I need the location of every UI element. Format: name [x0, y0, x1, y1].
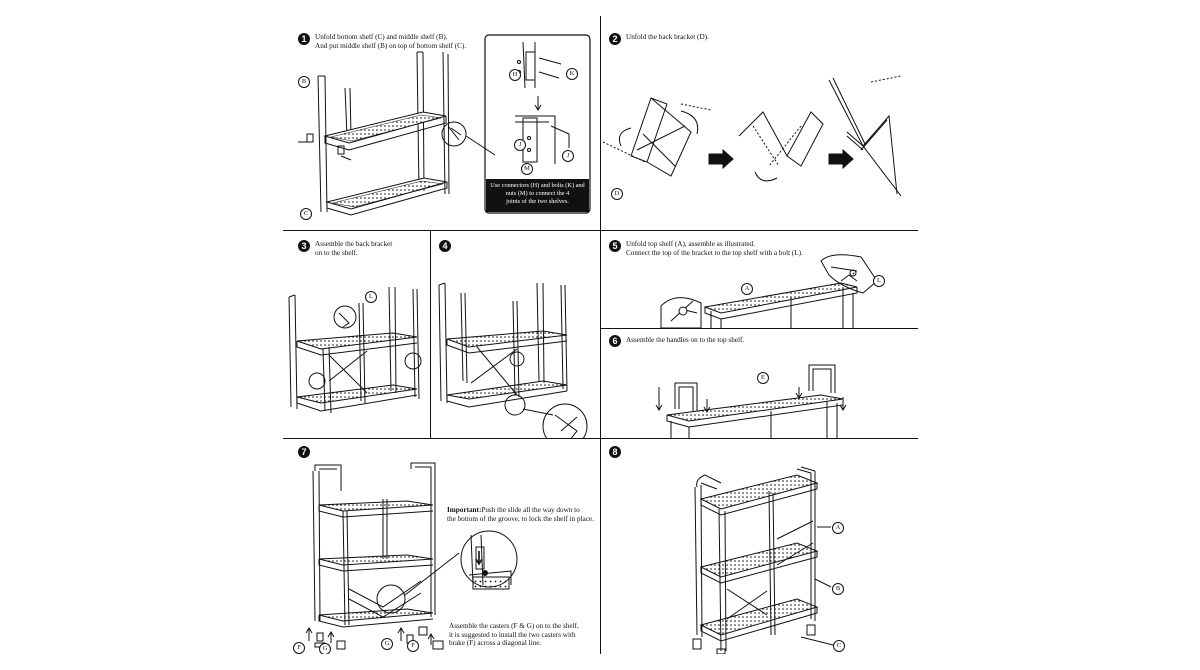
callout-f-right: F — [407, 640, 419, 652]
inset-caption-line-3: joints of the two shelves. — [506, 198, 569, 205]
step-1-line-2: And put middle shelf (B) on top of botto… — [315, 41, 467, 50]
callout-a: A — [741, 283, 753, 295]
divider-vertical-bottom — [600, 438, 602, 654]
step-5-line-2: Connect the top of the bracket to the to… — [626, 248, 803, 257]
callout-g-right: G — [381, 638, 393, 650]
inset-caption-line-2: nuts (M) to connect the 4 — [505, 190, 570, 197]
step-1-inset-caption: Use connectors (H) and bolts (K) and nut… — [486, 179, 589, 212]
important-line-1: Important:Push the slide all the way dow… — [447, 506, 594, 515]
step-4-illustration — [431, 231, 600, 438]
step-5-instructions: Unfold top shelf (A), assemble as illust… — [626, 240, 803, 257]
callout-k: K — [566, 68, 578, 80]
step-6-panel: 6 Assemble the handles on to the top she… — [601, 329, 918, 438]
callout-a: A — [832, 522, 844, 534]
callout-m: M — [521, 163, 533, 175]
step-5-illustration — [601, 231, 918, 328]
step-2-line-1: Unfold the back bracket (D). — [626, 33, 709, 41]
step-7-panel: 7 — [283, 439, 600, 654]
step-5-panel: 5 Unfold top shelf (A), assemble as illu… — [601, 231, 918, 328]
callout-d: D — [611, 188, 623, 200]
step-number-badge: 3 — [298, 240, 310, 252]
step-7-important-note: Important:Push the slide all the way dow… — [447, 506, 594, 523]
important-label: Important: — [447, 506, 482, 514]
step-2-panel: 2 Unfold the back bracket (D). D — [601, 16, 918, 230]
step-6-illustration — [601, 329, 918, 438]
step-8-panel: 8 A B C — [601, 439, 918, 654]
step-6-instructions: Assemble the handles on to the top shelf… — [626, 336, 744, 345]
callout-h: H — [509, 69, 521, 81]
step-7-instructions: Assemble the casters (F & G) on to the s… — [449, 622, 579, 648]
step-3-line-2: on to the shelf. — [315, 248, 358, 257]
step-number-badge: 5 — [609, 240, 621, 252]
callout-c: C — [300, 208, 312, 220]
step-3-panel: 3 Assemble the back bracket on to the sh… — [283, 231, 430, 438]
step-7-line-2: it is suggested to install the two caste… — [449, 630, 576, 639]
step-2-instructions: Unfold the back bracket (D). — [626, 33, 709, 42]
step-8-illustration — [601, 439, 918, 654]
step-3-line-1: Assemble the back bracket — [315, 240, 393, 248]
step-number-badge: 7 — [298, 446, 310, 458]
step-1-panel: 1 Unfold bottom shelf (C) and middle she… — [283, 16, 600, 230]
step-number-badge: 4 — [439, 240, 451, 252]
divider-horizontal-1 — [283, 230, 918, 232]
step-3-illustration — [283, 231, 430, 438]
callout-l: L — [365, 291, 377, 303]
important-text-1: Push the slide all the way down to — [481, 506, 580, 514]
divider-vertical-row2 — [430, 230, 432, 438]
step-5-line-1: Unfold top shelf (A), assemble as illust… — [626, 240, 755, 248]
step-7-line-3: brake (F) across a diagonal line. — [449, 639, 542, 648]
step-number-badge: 1 — [298, 33, 310, 45]
step-number-badge: 8 — [609, 446, 621, 458]
step-number-badge: 6 — [609, 335, 621, 347]
callout-l: L — [873, 275, 885, 287]
step-1-line-1: Unfold bottom shelf (C) and middle shelf… — [315, 33, 448, 41]
step-1-illustration — [283, 16, 600, 230]
callout-c: C — [833, 640, 845, 652]
step-1-instructions: Unfold bottom shelf (C) and middle shelf… — [315, 33, 466, 50]
divider-vertical-top — [600, 16, 602, 438]
step-3-instructions: Assemble the back bracket on to the shel… — [315, 240, 392, 257]
callout-j-right: J — [562, 150, 574, 162]
divider-horizontal-5-6 — [600, 328, 918, 330]
callout-b: B — [832, 583, 844, 595]
step-2-illustration — [601, 16, 918, 230]
callout-g-left: G — [319, 643, 331, 654]
callout-j-left: J — [514, 139, 526, 151]
step-6-line-1: Assemble the handles on to the top shelf… — [626, 336, 745, 344]
callout-b: B — [298, 76, 310, 88]
callout-f-left: F — [293, 642, 305, 654]
inset-caption-line-1: Use connectors (H) and bolts (K) and — [490, 182, 585, 189]
step-number-badge: 2 — [609, 33, 621, 45]
callout-e: E — [757, 372, 769, 384]
instruction-sheet: 1 Unfold bottom shelf (C) and middle she… — [283, 16, 918, 654]
step-7-line-1: Assemble the casters (F & G) on to the s… — [449, 622, 579, 630]
important-text-2: the bottom of the groove, to lock the sh… — [447, 514, 594, 523]
step-4-panel: 4 — [431, 231, 600, 438]
